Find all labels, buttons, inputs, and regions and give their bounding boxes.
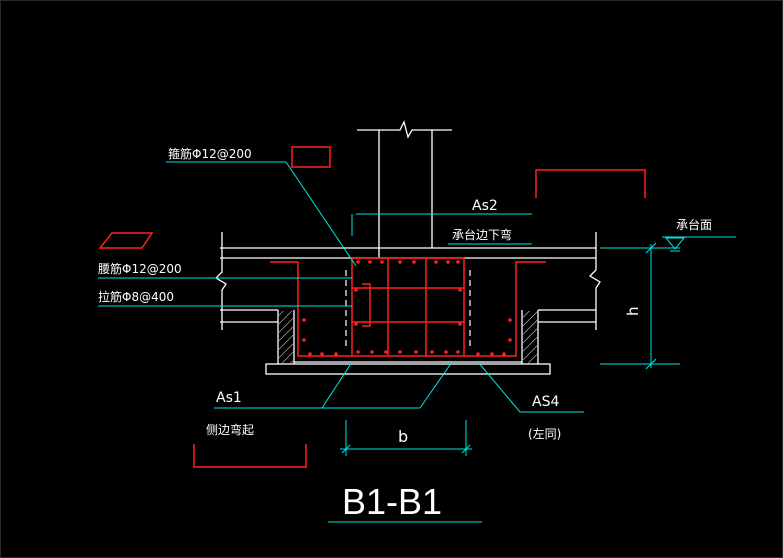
as1-note: 侧边弯起 [206, 422, 254, 437]
as2-label: As2 [472, 198, 498, 214]
structure-outline [214, 120, 601, 375]
as2-note: 承台边下弯 [452, 227, 512, 242]
as1-label: As1 [216, 390, 242, 406]
rebar-group [98, 146, 646, 468]
dimension-b [340, 420, 472, 456]
as4-label: AS4 [532, 394, 559, 410]
h-label: h [624, 306, 642, 316]
elevation-symbol [662, 236, 736, 252]
tie-bar-label: 拉筋Φ8@400 [98, 289, 174, 304]
pile-dashes [345, 270, 471, 350]
cap-face-label: 承台面 [676, 217, 712, 232]
b-label: b [398, 427, 408, 446]
left-wall-hatch [279, 311, 293, 363]
right-wall-hatch [523, 311, 537, 363]
stirrup-label: 箍筋Φ12@200 [168, 146, 252, 161]
as4-note: (左同) [528, 426, 561, 441]
section-title: B1-B1 [342, 481, 442, 522]
dimension-h [600, 242, 680, 370]
waist-bar-label: 腰筋Φ12@200 [98, 261, 182, 276]
leader-lines [98, 161, 584, 523]
rebar-dots [302, 260, 512, 356]
